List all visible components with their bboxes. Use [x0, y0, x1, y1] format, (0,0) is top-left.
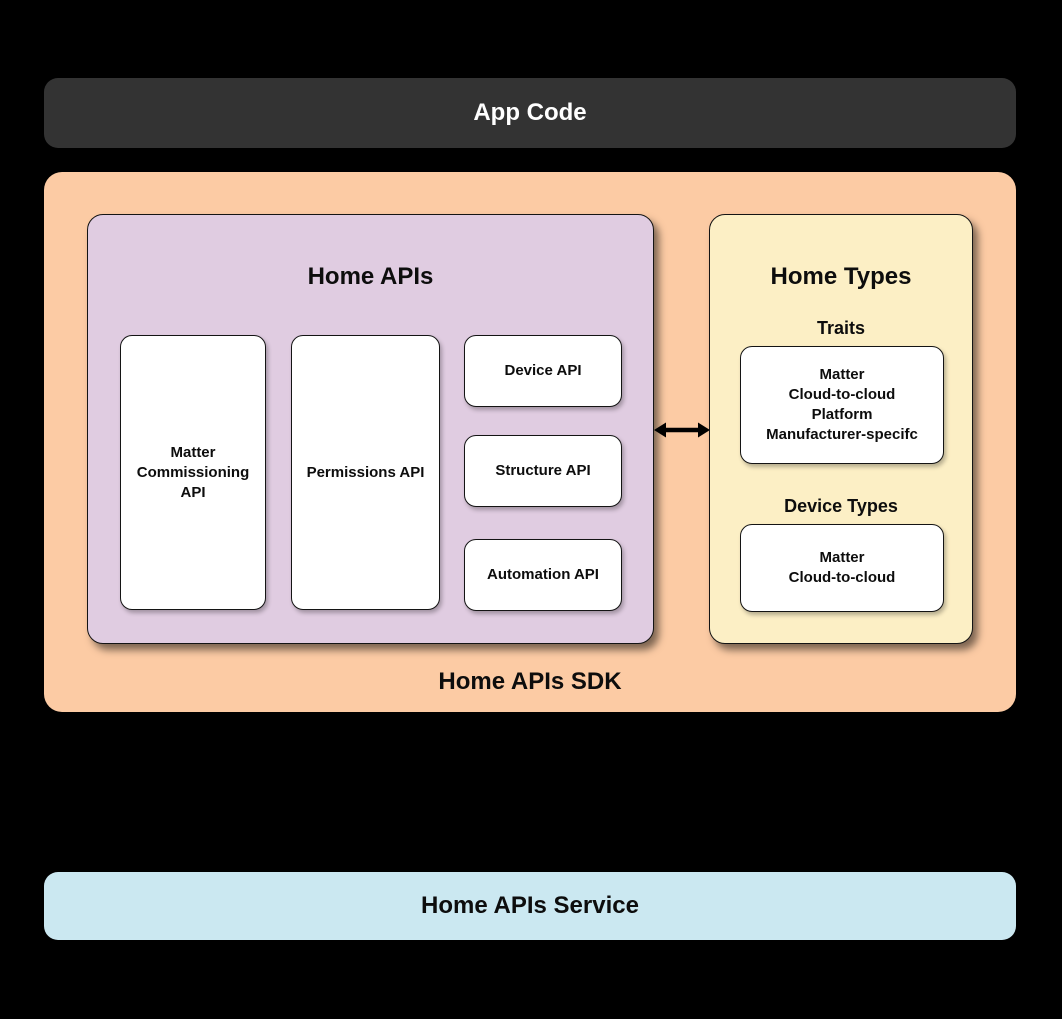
device-api-card: Device API [464, 335, 622, 407]
app-code-label: App Code [473, 99, 587, 126]
device-types-heading: Device Types [784, 496, 898, 516]
home-apis-service-block: Home APIs Service [44, 872, 1016, 940]
automation-api-card: Automation API [464, 539, 622, 611]
permissions-api-label: Permissions API [306, 463, 425, 481]
automation-api-label: Automation API [487, 566, 599, 583]
traits-heading: Traits [816, 318, 866, 338]
bidirectional-arrow-icon [653, 415, 711, 445]
app-code-block: App Code [44, 78, 1016, 148]
home-apis-sdk-label: Home APIs SDK [438, 668, 622, 695]
home-types-title: Home Types [770, 263, 912, 290]
home-apis-service-label: Home APIs Service [421, 892, 639, 919]
home-apis-title: Home APIs [307, 263, 434, 290]
device-api-label: Device API [504, 362, 582, 379]
structure-api-card: Structure API [464, 435, 622, 507]
structure-api-label: Structure API [495, 462, 591, 479]
permissions-api-card: Permissions API [291, 335, 440, 610]
